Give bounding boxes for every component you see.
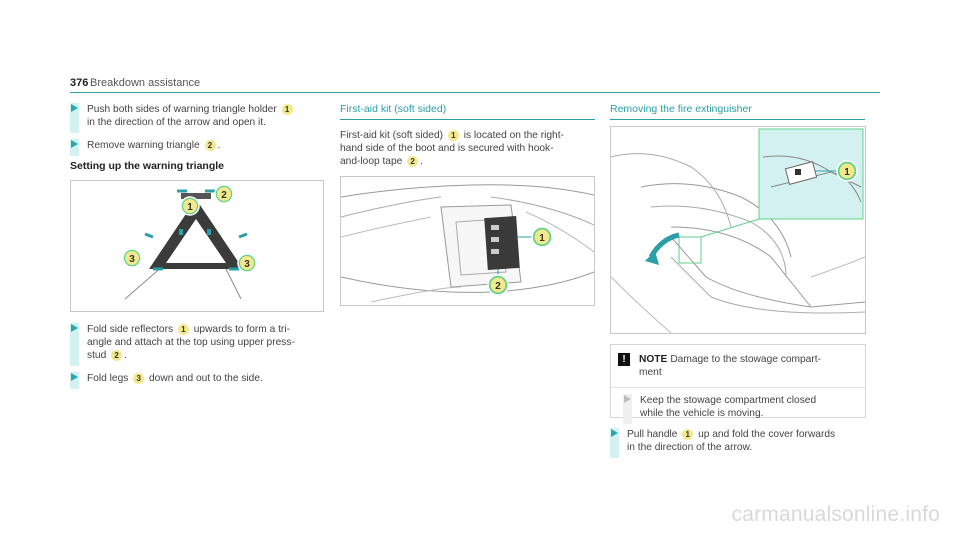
first-aid-kit-figure: 1 2: [340, 176, 595, 306]
first-aid-callout-1: 1: [539, 233, 545, 244]
column-3: Removing the fire extinguisher: [610, 103, 865, 120]
triangle-callout-3-right: 3: [244, 259, 250, 270]
step-fold-reflectors: Fold side reflectors 1 upwards to form a…: [70, 323, 325, 366]
badge-2: 2: [204, 139, 216, 151]
boot-illustration: 1 2: [341, 184, 594, 303]
section-title: Breakdown assistance: [90, 77, 201, 89]
step-arrow-icon: [71, 104, 78, 112]
column-2: First-aid kit (soft sided) First-aid kit…: [340, 103, 595, 168]
column-3-lower: Pull handle 1 up and fold the cover forw…: [610, 428, 865, 462]
badge-1: 1: [447, 129, 459, 141]
step-arrow-icon: [624, 395, 631, 403]
extinguisher-callout-1: 1: [844, 167, 850, 178]
setting-up-heading: Setting up the warning triangle: [70, 160, 225, 172]
badge-2: 2: [111, 349, 123, 361]
badge-1: 1: [281, 103, 293, 115]
first-aid-callout-2: 2: [495, 281, 501, 292]
seat-illustration: 1: [611, 128, 865, 333]
header-rule: [70, 92, 880, 93]
first-aid-paragraph: First-aid kit (soft sided) 1 is located …: [340, 129, 564, 167]
note-title: NOTE: [639, 354, 668, 365]
badge-1: 1: [682, 428, 694, 440]
first-aid-heading: First-aid kit (soft sided): [340, 103, 595, 120]
warning-icon: !: [618, 353, 630, 366]
step-push-holder: Push both sides of warning triangle hold…: [70, 103, 325, 133]
column-1: Push both sides of warning triangle hold…: [70, 103, 325, 173]
badge-1: 1: [177, 323, 189, 335]
badge-3: 3: [133, 372, 145, 384]
step-arrow-icon: [71, 373, 78, 381]
page-number: 376: [70, 77, 89, 89]
column-1-lower: Fold side reflectors 1 upwards to form a…: [70, 323, 325, 393]
step-arrow-icon: [71, 324, 78, 332]
step-fold-legs: Fold legs 3 down and out to the side.: [70, 372, 325, 389]
warning-triangle-figure: 2 1 3 3: [70, 180, 324, 312]
warning-triangle-illustration: 2 1 3 3: [122, 184, 257, 300]
step-arrow-icon: [611, 429, 618, 437]
watermark-brand: carmanualsonline.info: [731, 503, 940, 526]
badge-2: 2: [407, 155, 419, 167]
triangle-callout-3-left: 3: [129, 254, 135, 265]
step-remove-triangle: Remove warning triangle 2.: [70, 139, 325, 156]
triangle-callout-2: 2: [221, 190, 227, 201]
fire-extinguisher-heading: Removing the fire extinguisher: [610, 103, 865, 120]
note-step: Keep the stowage compartment closed whil…: [611, 388, 865, 424]
fire-extinguisher-figure: 1: [610, 126, 866, 334]
step-pull-handle: Pull handle 1 up and fold the cover forw…: [610, 428, 865, 458]
triangle-callout-1: 1: [187, 202, 193, 213]
step-arrow-icon: [71, 140, 78, 148]
